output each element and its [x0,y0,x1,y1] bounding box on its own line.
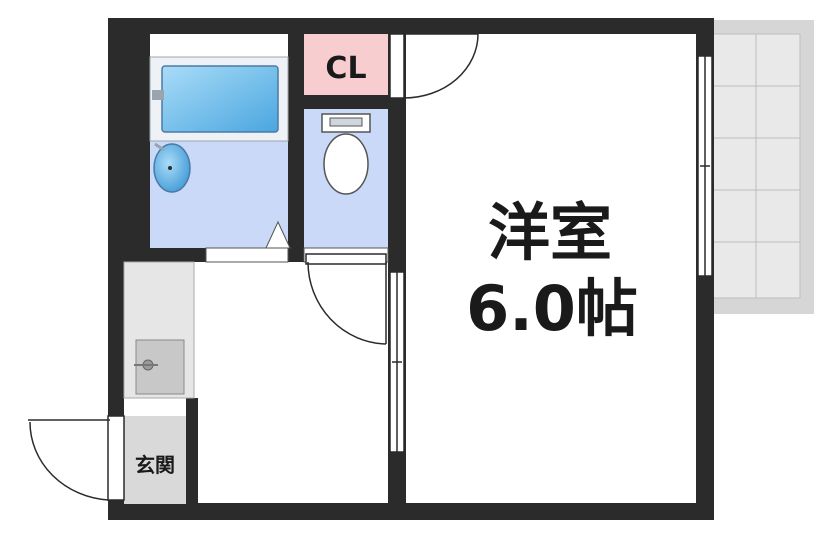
room-door-icon [305,253,387,345]
toilet-icon [323,133,369,195]
closet-door-icon [389,33,479,99]
doors [28,33,713,501]
kitchen-counter [123,261,195,399]
closet-label: CL [325,51,366,86]
window-icon [697,55,713,277]
entrance-door-icon [28,415,125,501]
kitchen-sink-icon [135,339,185,395]
bathroom [149,56,291,263]
room-name: 洋室 [488,196,612,269]
sliding-door-icon [389,271,405,453]
faucet-icon [152,90,164,100]
toilet-room [303,109,389,263]
bathtub-icon [161,65,279,133]
closet: CL [304,34,388,95]
western-room: 洋室 6.0帖 [466,196,638,345]
entrance-label: 玄関 [135,453,175,477]
entrance: 玄関 [124,416,186,504]
room-size: 6.0帖 [466,272,638,345]
balcony [711,20,814,314]
